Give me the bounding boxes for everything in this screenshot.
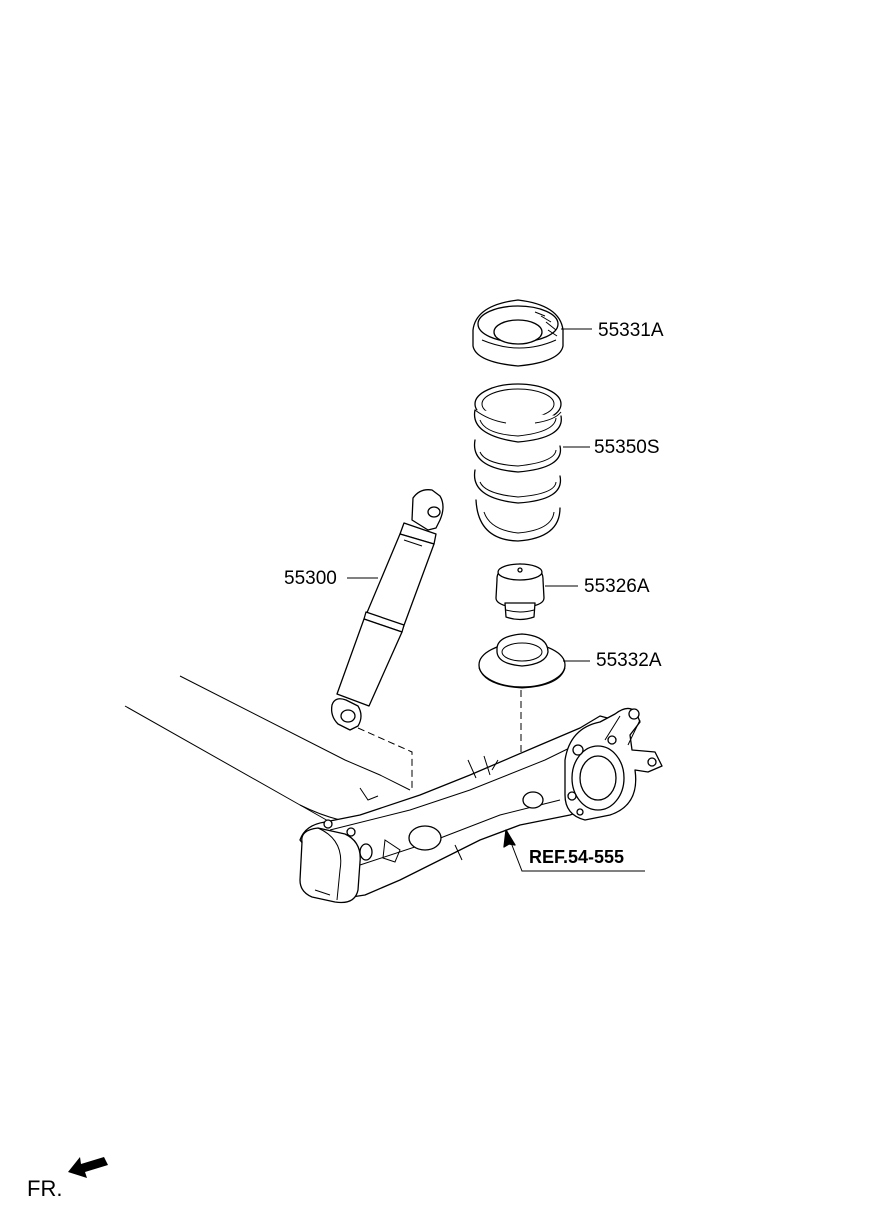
bumper-stopper	[495, 563, 545, 621]
leader-ref	[509, 839, 645, 872]
callout-shock-absorber: 55300	[284, 568, 337, 589]
callout-lower-insulator: 55332A	[596, 650, 662, 671]
callout-upper-insulator: 55331A	[598, 320, 664, 341]
torsion-beam-axle	[124, 675, 663, 904]
front-indicator-label: FR.	[27, 1176, 63, 1201]
upper-insulator	[472, 299, 564, 367]
callout-bumper-stopper: 55326A	[584, 576, 650, 597]
coil-spring	[473, 383, 562, 542]
ref-arrow-head	[503, 829, 516, 848]
shock-mount-line	[357, 727, 413, 790]
lower-insulator	[478, 633, 566, 689]
arrow-left-down-icon	[68, 1157, 108, 1178]
callout-coil-spring: 55350S	[594, 437, 660, 458]
shock-absorber	[330, 489, 444, 731]
callout-reference: REF.54-555	[529, 847, 625, 867]
